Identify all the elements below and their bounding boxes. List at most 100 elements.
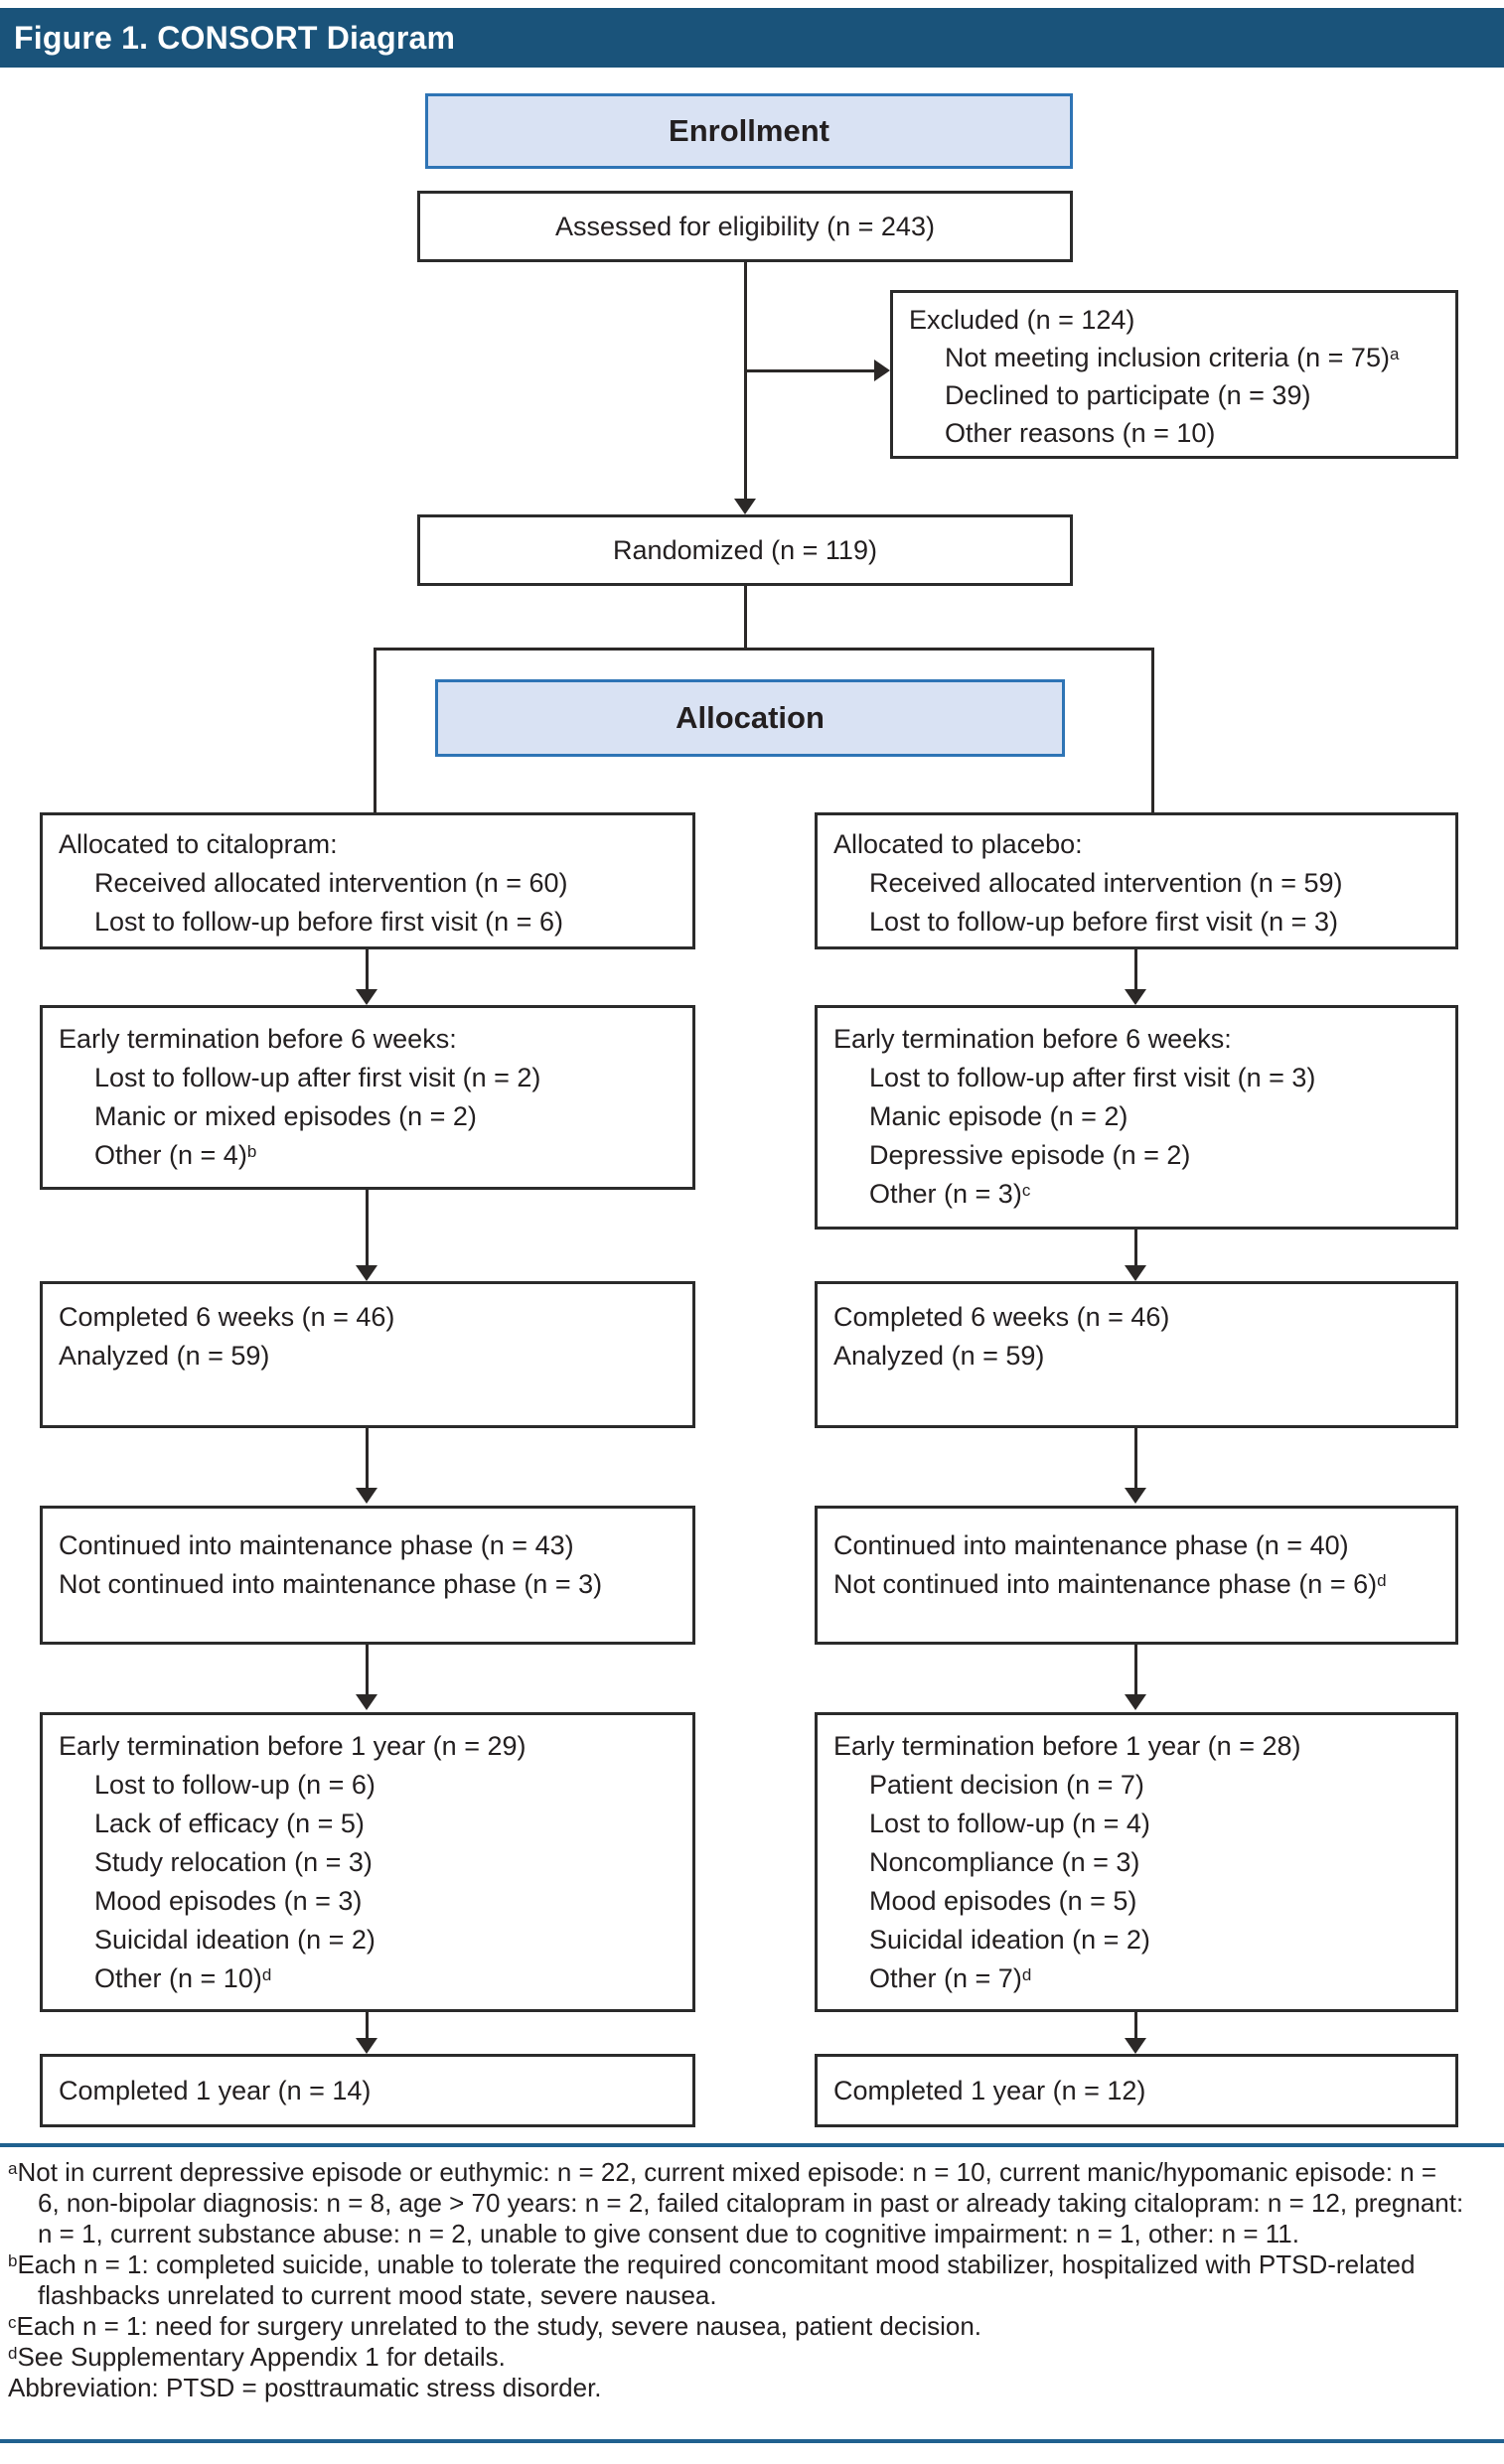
arrowhead-into-excluded bbox=[874, 360, 890, 381]
box-line: Other (n = 3)c bbox=[869, 1179, 1031, 1209]
box-line: Lost to follow-up after first visit (n =… bbox=[869, 1063, 1316, 1092]
arrowhead-citalopram-maintenance bbox=[356, 1488, 377, 1504]
arrowhead-citalopram-et1yr bbox=[356, 1694, 377, 1710]
box-line: Other reasons (n = 10) bbox=[945, 418, 1216, 448]
box-line: Completed 6 weeks (n = 46) bbox=[59, 1302, 395, 1332]
arrowhead-placebo-completed1yr bbox=[1125, 2038, 1146, 2054]
box-excluded: Excluded (n = 124) Not meeting inclusion … bbox=[890, 290, 1458, 459]
footnote-reference-marker: a bbox=[1389, 345, 1400, 363]
box-line: Completed 6 weeks (n = 46) bbox=[833, 1302, 1170, 1332]
box-line: Not meeting inclusion criteria (n = 75)a bbox=[945, 343, 1400, 372]
arrowhead-placebo-maintenance bbox=[1125, 1488, 1146, 1504]
box-line: Early termination before 1 year (n = 28) bbox=[833, 1731, 1301, 1761]
footnote-a: aNot in current depressive episode or eu… bbox=[8, 2157, 1464, 2248]
connector-placebo-maintenance-line bbox=[1134, 1428, 1137, 1488]
connector-placebo-completed1yr-line bbox=[1134, 2012, 1137, 2038]
box-line: Suicidal ideation (n = 2) bbox=[94, 1925, 376, 1955]
phase-header-enrollment: Enrollment bbox=[425, 93, 1073, 169]
box-line: Other (n = 4)b bbox=[94, 1140, 257, 1170]
figure-title: Figure 1. CONSORT Diagram bbox=[14, 19, 456, 56]
footnote-reference-marker: c bbox=[1021, 1181, 1031, 1200]
box-line: Lost to follow-up after first visit (n =… bbox=[94, 1063, 541, 1092]
footnote-c-marker: c bbox=[8, 2313, 17, 2332]
box-line: Lost to follow-up before first visit (n … bbox=[94, 907, 563, 937]
box-line: Received allocated intervention (n = 60) bbox=[94, 868, 568, 898]
connector-split-right-drop bbox=[1151, 648, 1154, 812]
box-line: Other (n = 10)d bbox=[94, 1963, 272, 1993]
connector-citalopram-completed6-line bbox=[366, 1190, 369, 1265]
box-line: Received allocated intervention (n = 59) bbox=[869, 868, 1343, 898]
box-line: Assessed for eligibility (n = 243) bbox=[555, 211, 935, 241]
box-line: Excluded (n = 124) bbox=[909, 305, 1135, 335]
footnote-reference-marker: b bbox=[246, 1142, 257, 1161]
box-line: Lost to follow-up (n = 6) bbox=[94, 1770, 376, 1800]
footnote-a-marker: a bbox=[8, 2159, 18, 2178]
box-line: Mood episodes (n = 3) bbox=[94, 1886, 363, 1916]
footnote-b-marker: b bbox=[8, 2251, 18, 2270]
box-randomized: Randomized (n = 119) bbox=[417, 514, 1073, 586]
box-line: Randomized (n = 119) bbox=[613, 534, 877, 565]
box-line: Not continued into maintenance phase (n … bbox=[833, 1569, 1387, 1599]
box-early-termination-6wk-citalopram: Early termination before 6 weeks:Lost to… bbox=[40, 1005, 695, 1190]
footnote-abbreviation: Abbreviation: PTSD = posttraumatic stres… bbox=[8, 2373, 602, 2402]
box-line: Mood episodes (n = 5) bbox=[869, 1886, 1137, 1916]
box-line: Analyzed (n = 59) bbox=[59, 1341, 270, 1371]
box-line: Not continued into maintenance phase (n … bbox=[59, 1569, 603, 1599]
box-line: Lost to follow-up (n = 4) bbox=[869, 1809, 1150, 1838]
arrowhead-placebo-et6 bbox=[1125, 989, 1146, 1005]
box-line: Early termination before 1 year (n = 29) bbox=[59, 1731, 526, 1761]
box-completed-1yr-placebo: Completed 1 year (n = 12) bbox=[815, 2054, 1458, 2127]
phase-header-allocation: Allocation bbox=[435, 679, 1065, 757]
figure-title-bar: Figure 1. CONSORT Diagram bbox=[0, 8, 1504, 68]
connector-placebo-et6-line bbox=[1134, 949, 1137, 989]
box-line: Patient decision (n = 7) bbox=[869, 1770, 1144, 1800]
connector-excluded-branch-line bbox=[745, 369, 874, 372]
box-line: Early termination before 6 weeks: bbox=[833, 1024, 1232, 1054]
arrowhead-citalopram-et6 bbox=[356, 989, 377, 1005]
box-line: Other (n = 7)d bbox=[869, 1963, 1032, 1993]
footnote-d: dSee Supplementary Appendix 1 for detail… bbox=[8, 2342, 506, 2372]
footnote-reference-marker: d bbox=[261, 1965, 272, 1984]
connector-citalopram-et6-line bbox=[366, 949, 369, 989]
footnote-reference-marker: d bbox=[1021, 1965, 1032, 1984]
box-line: Manic or mixed episodes (n = 2) bbox=[94, 1101, 477, 1131]
arrowhead-citalopram-completed6 bbox=[356, 1265, 377, 1281]
connector-placebo-completed6-line bbox=[1134, 1230, 1137, 1265]
box-completed-1yr-citalopram: Completed 1 year (n = 14) bbox=[40, 2054, 695, 2127]
box-line: Continued into maintenance phase (n = 40… bbox=[833, 1530, 1349, 1560]
arrowhead-placebo-completed6 bbox=[1125, 1265, 1146, 1281]
box-maintenance-citalopram: Continued into maintenance phase (n = 43… bbox=[40, 1506, 695, 1645]
box-early-termination-1yr-citalopram: Early termination before 1 year (n = 29)… bbox=[40, 1712, 695, 2012]
box-allocated-placebo: Allocated to placebo: Received allocated … bbox=[815, 812, 1458, 949]
box-line: Allocated to citalopram: bbox=[59, 829, 338, 859]
footnotes: aNot in current depressive episode or eu… bbox=[8, 2157, 1464, 2403]
arrowhead-citalopram-completed1yr bbox=[356, 2038, 377, 2054]
connector-assessed-randomized-line bbox=[744, 262, 747, 499]
box-line: Lost to follow-up before first visit (n … bbox=[869, 907, 1338, 937]
connector-split-left-drop bbox=[374, 648, 376, 812]
footnote-d-marker: d bbox=[8, 2344, 18, 2363]
box-line: Declined to participate (n = 39) bbox=[945, 380, 1311, 410]
box-early-termination-6wk-placebo: Early termination before 6 weeks: Lost to… bbox=[815, 1005, 1458, 1230]
box-line: Noncompliance (n = 3) bbox=[869, 1847, 1140, 1877]
box-line: Lack of efficacy (n = 5) bbox=[94, 1809, 365, 1838]
connector-citalopram-et1yr-line bbox=[366, 1645, 369, 1694]
footnote-b: bEach n = 1: completed suicide, unable t… bbox=[8, 2249, 1416, 2310]
box-line: Completed 1 year (n = 14) bbox=[59, 2075, 372, 2105]
box-line: Manic episode (n = 2) bbox=[869, 1101, 1128, 1131]
box-line: Analyzed (n = 59) bbox=[833, 1341, 1045, 1371]
connector-split-horizontal-line bbox=[374, 648, 1154, 651]
connector-randomized-split-line bbox=[744, 586, 747, 648]
box-completed-6wk-citalopram: Completed 6 weeks (n = 46) Analyzed (n = … bbox=[40, 1281, 695, 1428]
box-allocated-citalopram: Allocated to citalopram: Received allocat… bbox=[40, 812, 695, 949]
box-line: Continued into maintenance phase (n = 43… bbox=[59, 1530, 574, 1560]
box-line: Suicidal ideation (n = 2) bbox=[869, 1925, 1150, 1955]
footnote-rule-bottom bbox=[0, 2439, 1504, 2443]
box-line: Depressive episode (n = 2) bbox=[869, 1140, 1191, 1170]
box-assessed: Assessed for eligibility (n = 243) bbox=[417, 191, 1073, 262]
connector-citalopram-maintenance-line bbox=[366, 1428, 369, 1488]
box-line: Completed 1 year (n = 12) bbox=[833, 2075, 1146, 2105]
footnote-reference-marker: d bbox=[1377, 1571, 1387, 1590]
box-line: Allocated to placebo: bbox=[833, 829, 1083, 859]
